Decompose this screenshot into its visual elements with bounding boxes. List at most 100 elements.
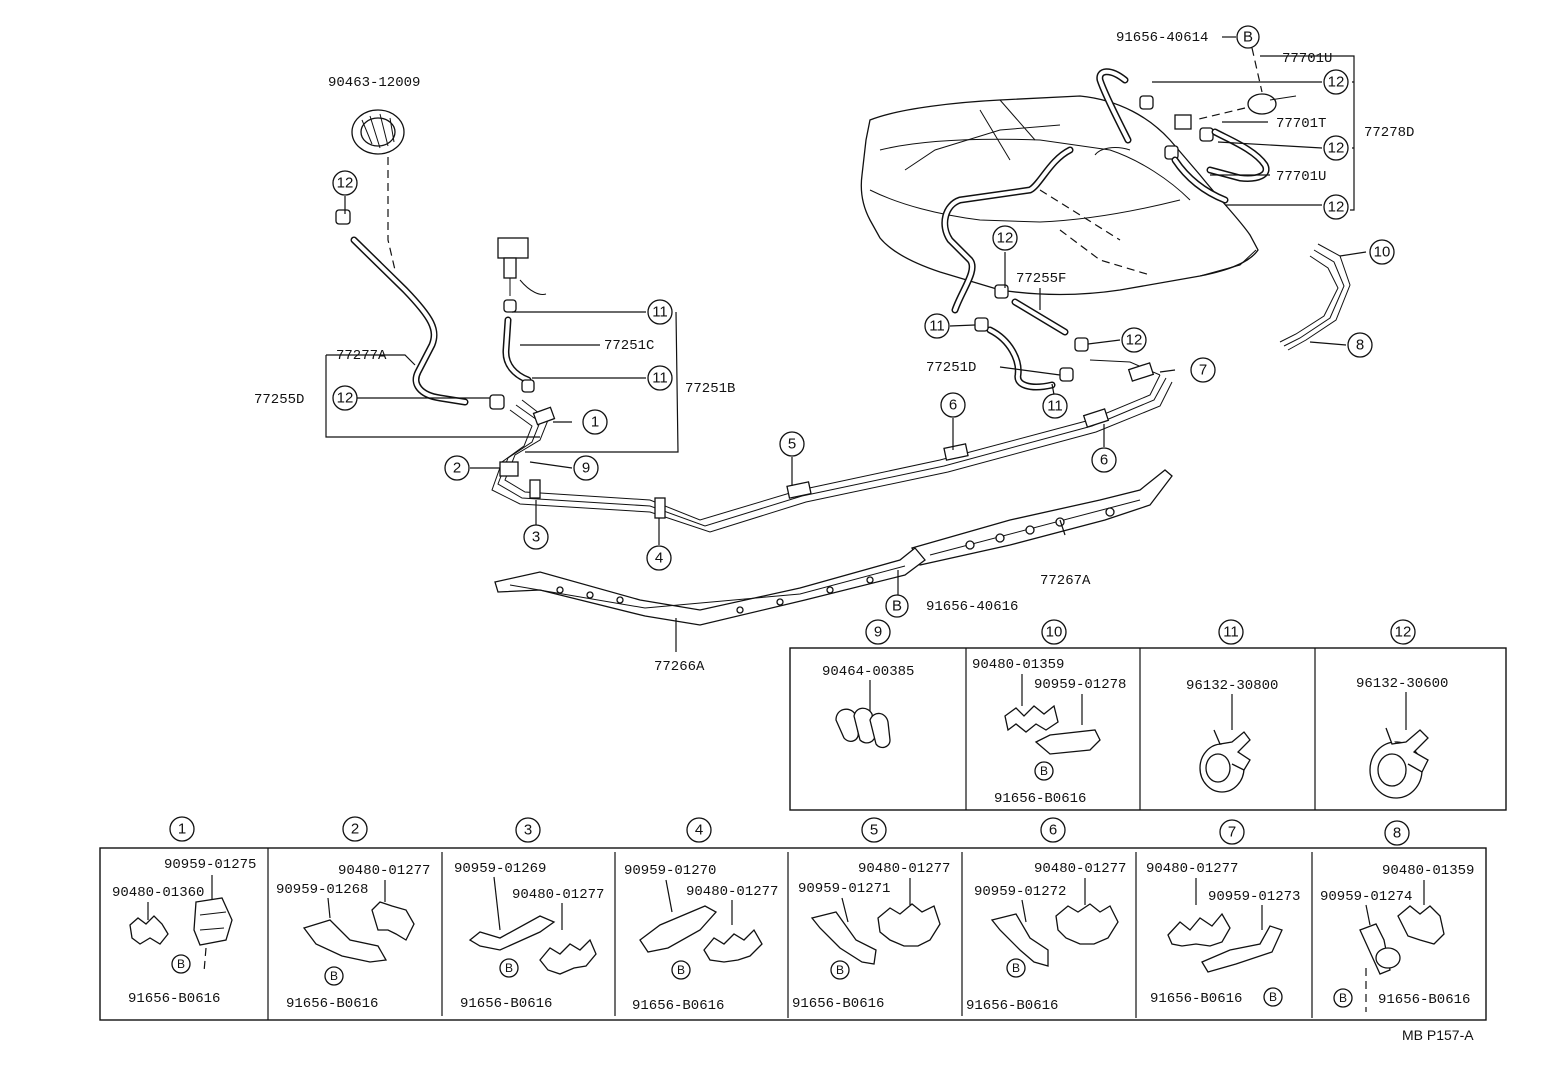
svg-text:90480-01277: 90480-01277 [1034,861,1126,877]
svg-text:B: B [505,961,513,975]
callout-11-c: 11 [924,313,950,339]
svg-text:12: 12 [1328,140,1345,157]
label-91656-40616: 91656-40616 [926,599,1018,615]
callout-3: 3 [523,524,549,550]
label-91656-40614: 91656-40614 [1116,30,1208,46]
upper-box-10: 10 90480-01359 90959-01278 B 91656-B0616 [972,619,1126,807]
breather-hoses [1096,68,1297,204]
callout-12-77255D: 12 [332,385,358,411]
svg-text:4: 4 [695,822,703,839]
callout-4: 4 [646,545,672,571]
lower-box-6: 6 90480-01277 90959-01272 B 91656-B0616 [966,817,1126,1014]
lower-detail-boxes: 1 90959-01275 90480-01360 B 91656-B0616 … [99,816,1487,1021]
vent-valve [497,237,547,393]
svg-text:90959-01270: 90959-01270 [624,863,716,879]
leader-lines [325,36,1367,652]
svg-text:B: B [836,963,844,977]
lower-box-1: 1 90959-01275 90480-01360 B 91656-B0616 [112,816,256,1007]
svg-text:1: 1 [591,414,599,431]
svg-text:90480-01360: 90480-01360 [112,885,204,901]
svg-text:B: B [1269,990,1277,1004]
svg-text:91656-B0616: 91656-B0616 [1150,991,1242,1007]
svg-text:91656-B0616: 91656-B0616 [792,996,884,1012]
label-77701U-bot: 77701U [1276,169,1326,185]
lower-box-8: 8 90480-01359 90959-01274 B 91656-B0616 [1320,820,1474,1012]
svg-text:91656-B0616: 91656-B0616 [460,996,552,1012]
svg-text:91656-B0616: 91656-B0616 [994,791,1086,807]
callout-1: 1 [582,409,608,435]
svg-text:11: 11 [652,370,668,387]
svg-text:90480-01359: 90480-01359 [972,657,1064,673]
callout-2: 2 [444,455,470,481]
svg-text:91656-B0616: 91656-B0616 [966,998,1058,1014]
svg-text:10: 10 [1046,624,1063,641]
svg-text:91656-B0616: 91656-B0616 [286,996,378,1012]
svg-text:90464-00385: 90464-00385 [822,664,914,680]
label-77701U-top: 77701U [1282,51,1332,67]
svg-text:11: 11 [1223,624,1239,641]
svg-text:B: B [1040,764,1048,778]
svg-text:11: 11 [652,304,668,321]
svg-text:12: 12 [1328,199,1345,216]
svg-text:12: 12 [997,230,1014,247]
svg-text:11: 11 [929,318,945,335]
callout-12-filler: 12 [332,170,358,196]
svg-text:B: B [1339,991,1347,1005]
left-tank-tube [941,146,1074,314]
callout-6-a: 6 [940,392,966,418]
label-77701T: 77701T [1276,116,1326,132]
callout-11-a: 11 [647,299,673,325]
svg-text:9: 9 [582,460,590,477]
svg-text:12: 12 [1395,624,1412,641]
upper-box-9: 9 90464-00385 [822,619,914,749]
callout-6-b: 6 [1091,447,1117,473]
line-clamps [499,362,1155,519]
svg-text:6: 6 [1049,822,1057,839]
callout-12-top3: 12 [1323,194,1349,220]
svg-text:90959-01274: 90959-01274 [1320,889,1412,905]
svg-text:96132-30800: 96132-30800 [1186,678,1278,694]
svg-text:90480-01277: 90480-01277 [686,884,778,900]
callouts: 12 12 11 11 1 2 9 3 4 5 6 6 7 12 11 12 1… [332,25,1395,618]
svg-text:90959-01268: 90959-01268 [276,882,368,898]
svg-text:B: B [677,963,685,977]
lower-box-4: 4 90959-01270 90480-01277 B 91656-B0616 [624,817,778,1014]
callout-B-40614: B [1236,25,1260,49]
svg-text:90480-01277: 90480-01277 [338,863,430,879]
filler-hose-clamp [351,109,405,155]
svg-text:90959-01275: 90959-01275 [164,857,256,873]
label-77277A: 77277A [336,348,387,364]
svg-text:6: 6 [949,397,957,414]
svg-text:5: 5 [870,822,878,839]
svg-text:90959-01278: 90959-01278 [1034,677,1126,693]
svg-text:B: B [1243,29,1253,46]
lower-box-7: 7 90480-01277 90959-01273 B 91656-B0616 [1146,819,1300,1007]
label-77251B: 77251B [685,381,735,397]
svg-text:9: 9 [874,624,882,641]
label-77255F: 77255F [1016,271,1066,287]
svg-text:2: 2 [453,460,461,477]
svg-text:91656-B0616: 91656-B0616 [632,998,724,1014]
callout-11-d: 11 [1042,393,1068,419]
diagram-code: MB P157-A [1402,1027,1474,1043]
svg-text:90959-01269: 90959-01269 [454,861,546,877]
svg-text:6: 6 [1100,452,1108,469]
svg-text:7: 7 [1228,824,1236,841]
svg-text:B: B [177,957,185,971]
upper-detail-boxes: 9 90464-00385 10 90480-01359 90959-01278… [789,619,1507,811]
hose-77255F [994,284,1089,352]
svg-text:90480-01359: 90480-01359 [1382,863,1474,879]
label-77267A: 77267A [1040,573,1091,589]
callout-12-top1: 12 [1323,69,1349,95]
svg-text:90480-01277: 90480-01277 [858,861,950,877]
svg-text:8: 8 [1393,825,1401,842]
label-77266A: 77266A [654,659,705,675]
svg-text:91656-B0616: 91656-B0616 [1378,992,1470,1008]
svg-text:12: 12 [1328,74,1345,91]
tube-77251D [974,317,1074,391]
svg-text:91656-B0616: 91656-B0616 [128,991,220,1007]
svg-text:B: B [1012,961,1020,975]
callout-12-d: 12 [1121,327,1147,353]
label-77255D: 77255D [254,392,304,408]
